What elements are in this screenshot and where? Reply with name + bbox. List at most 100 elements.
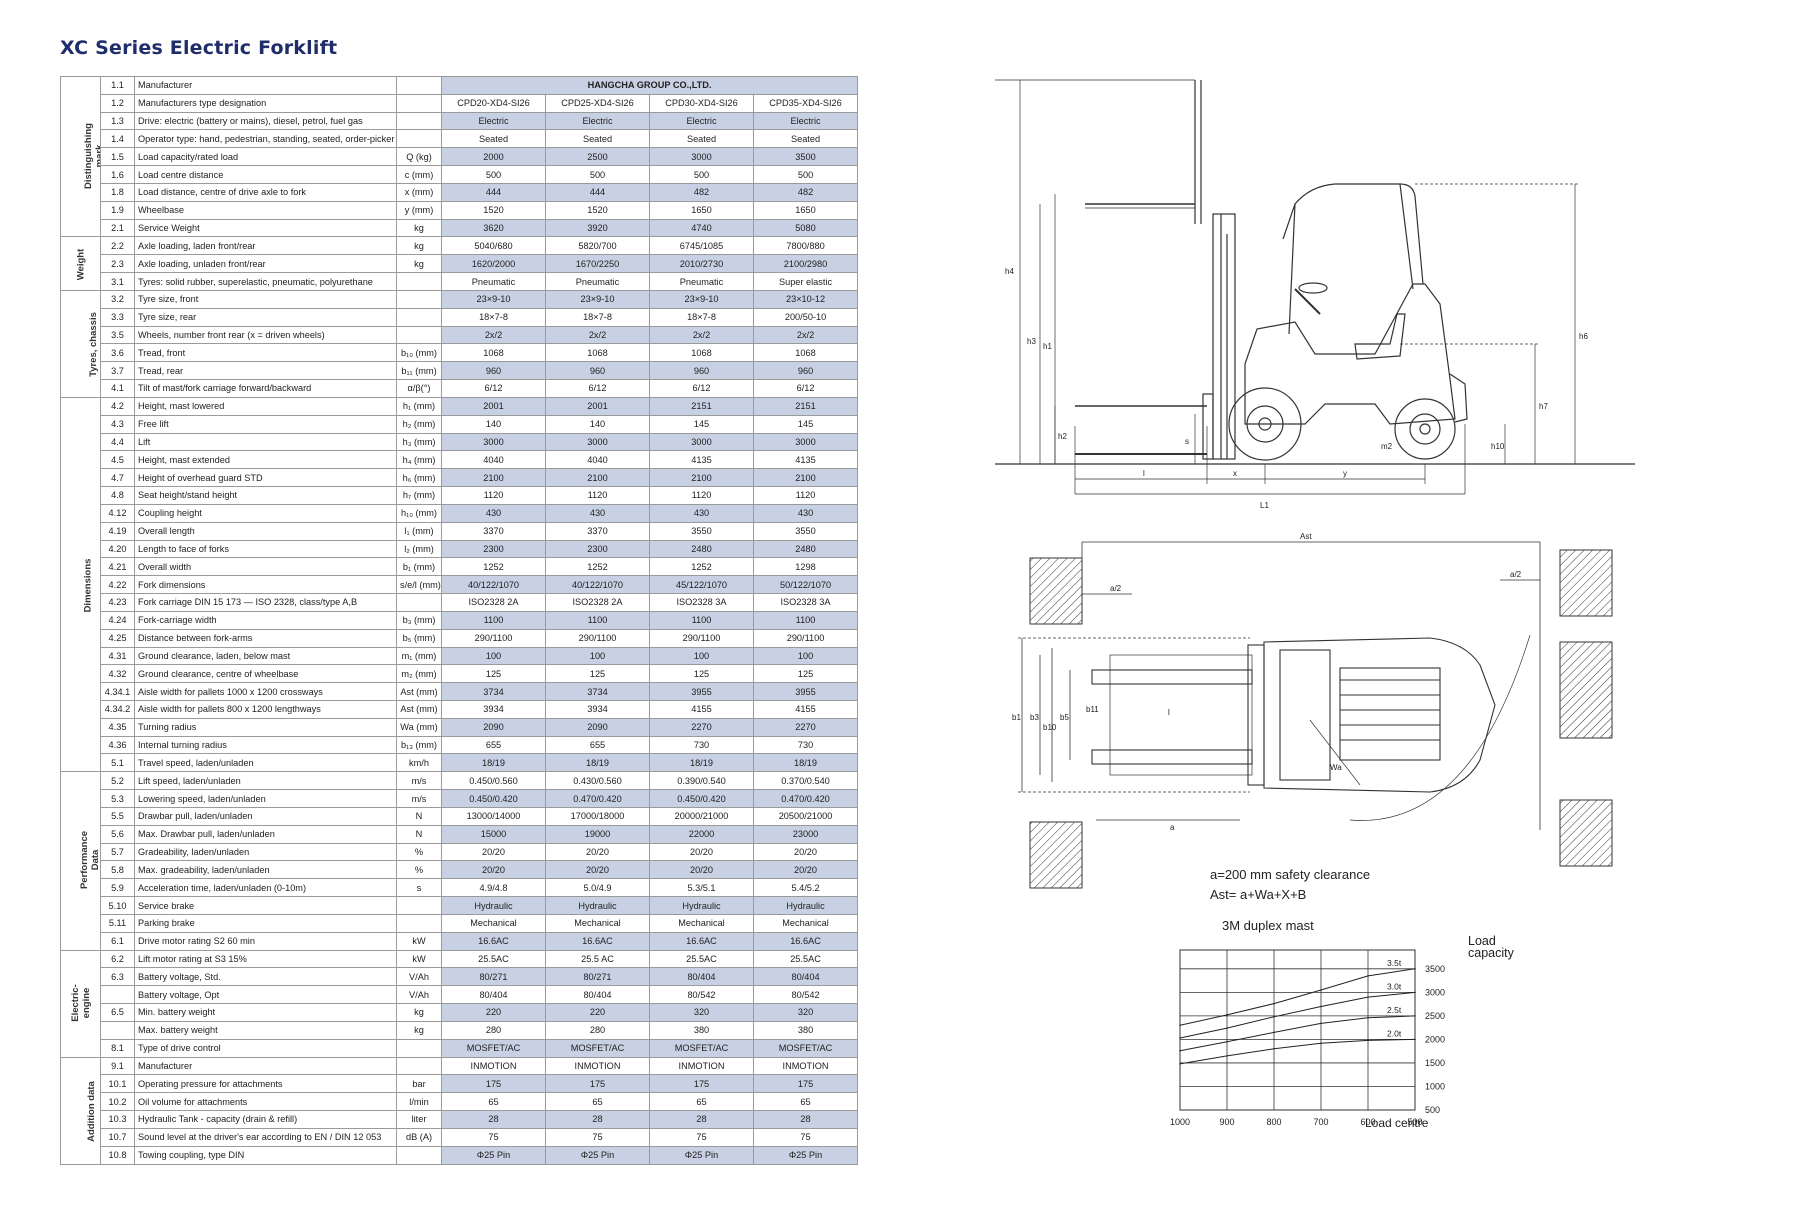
row-unit: l/min xyxy=(396,1092,442,1112)
row-value: 80/404 xyxy=(752,967,859,987)
row-unit: m/s xyxy=(396,771,442,791)
row-description: Drive motor rating S2 60 min xyxy=(134,931,397,951)
row-value: 3000 xyxy=(649,432,754,452)
group-label: Dimensions xyxy=(82,558,93,612)
row-value: INMOTION xyxy=(545,1056,650,1076)
load-chart-ylabel: Load capacity xyxy=(1468,935,1514,960)
row-unit: kg xyxy=(396,254,442,274)
row-value: 3000 xyxy=(752,432,859,452)
row-number: 5.1 xyxy=(100,753,135,773)
row-description: Battery voltage, Std. xyxy=(134,967,397,987)
row-value: 6/12 xyxy=(545,379,650,398)
row-value: 2090 xyxy=(545,717,650,737)
row-unit: α/β(°) xyxy=(396,379,442,398)
row-value: 3370 xyxy=(545,521,650,541)
row-description: Min. battery weight xyxy=(134,1003,397,1022)
row-value: 0.470/0.420 xyxy=(752,789,859,808)
row-number: 4.36 xyxy=(100,735,135,755)
chart-point xyxy=(1414,1015,1416,1017)
dim-h2: h2 xyxy=(1058,432,1067,441)
row-value: ISO2328 2A xyxy=(545,593,650,612)
row-unit: Q (kg) xyxy=(396,147,442,167)
row-value: 1120 xyxy=(752,486,859,505)
row-number: 4.22 xyxy=(100,575,135,595)
row-unit xyxy=(396,593,442,612)
row-value: 80/271 xyxy=(441,967,546,987)
chart-point xyxy=(1179,1024,1181,1027)
row-value: 2090 xyxy=(441,717,546,737)
row-description: Parking brake xyxy=(134,913,397,933)
chart-point xyxy=(1367,1016,1369,1019)
row-value: 2x/2 xyxy=(752,325,859,345)
row-value: 13000/14000 xyxy=(441,806,546,826)
row-value: Hydraulic xyxy=(441,896,546,915)
row-description: Sound level at the driver's ear accordin… xyxy=(134,1127,397,1147)
row-value: Φ25 Pin xyxy=(649,1145,754,1165)
row-value: 320 xyxy=(649,1003,754,1022)
row-value: INMOTION xyxy=(752,1056,859,1076)
row-value: 20500/21000 xyxy=(752,806,859,826)
row-value: 1650 xyxy=(649,200,754,220)
row-value: 1100 xyxy=(441,610,546,630)
row-description: Battery voltage, Opt xyxy=(134,985,397,1005)
row-value: 2270 xyxy=(752,717,859,737)
row-value: 23×10-12 xyxy=(752,289,859,309)
row-unit: b₁₃ (mm) xyxy=(396,735,442,755)
row-value: Seated xyxy=(441,129,546,149)
row-value: 5080 xyxy=(752,218,859,238)
row-description: Service brake xyxy=(134,896,397,915)
row-value: 80/404 xyxy=(649,967,754,987)
row-unit: N xyxy=(396,806,442,826)
row-description: Turning radius xyxy=(134,717,397,737)
row-number: 1.2 xyxy=(100,93,135,113)
row-unit: kg xyxy=(396,1020,442,1040)
row-value: 125 xyxy=(441,664,546,684)
row-unit: kW xyxy=(396,931,442,951)
row-value: 430 xyxy=(545,503,650,523)
row-description: Lowering speed, laden/unladen xyxy=(134,789,397,808)
dim-s: s xyxy=(1185,437,1189,446)
row-value: 45/122/1070 xyxy=(649,575,754,595)
row-description: Distance between fork-arms xyxy=(134,628,397,648)
chart-y-tick: 2500 xyxy=(1425,1011,1445,1021)
row-value: Mechanical xyxy=(545,913,650,933)
row-number: 6.2 xyxy=(100,949,135,969)
row-number: 3.6 xyxy=(100,343,135,363)
row-description: Overall width xyxy=(134,557,397,577)
dim-a-half-right: a/2 xyxy=(1510,570,1522,579)
row-unit: h₁ (mm) xyxy=(396,396,442,416)
row-unit: liter xyxy=(396,1110,442,1129)
row-unit xyxy=(396,76,442,95)
row-value: 5820/700 xyxy=(545,236,650,256)
chart-point xyxy=(1179,1037,1181,1039)
row-value: 1100 xyxy=(649,610,754,630)
row-value: 2100 xyxy=(545,468,650,488)
dim-l-top: l xyxy=(1168,708,1170,717)
row-value: 4135 xyxy=(752,450,859,470)
chart-point xyxy=(1414,991,1416,994)
row-value: Hydraulic xyxy=(752,896,859,915)
row-value: 100 xyxy=(649,646,754,666)
row-value: 1100 xyxy=(752,610,859,630)
safety-clearance-note: a=200 mm safety clearance xyxy=(1210,867,1370,882)
group-label-line: mark xyxy=(93,144,101,168)
row-description: Load distance, centre of drive axle to f… xyxy=(134,182,397,202)
chart-series-line xyxy=(1179,968,1416,1026)
row-value: 65 xyxy=(649,1092,754,1112)
chart-y-tick: 3000 xyxy=(1425,987,1445,997)
row-unit: b₁ (mm) xyxy=(396,557,442,577)
chart-x-tick: 500 xyxy=(1407,1117,1422,1127)
row-value: 655 xyxy=(545,735,650,755)
row-description: Length to face of forks xyxy=(134,539,397,559)
